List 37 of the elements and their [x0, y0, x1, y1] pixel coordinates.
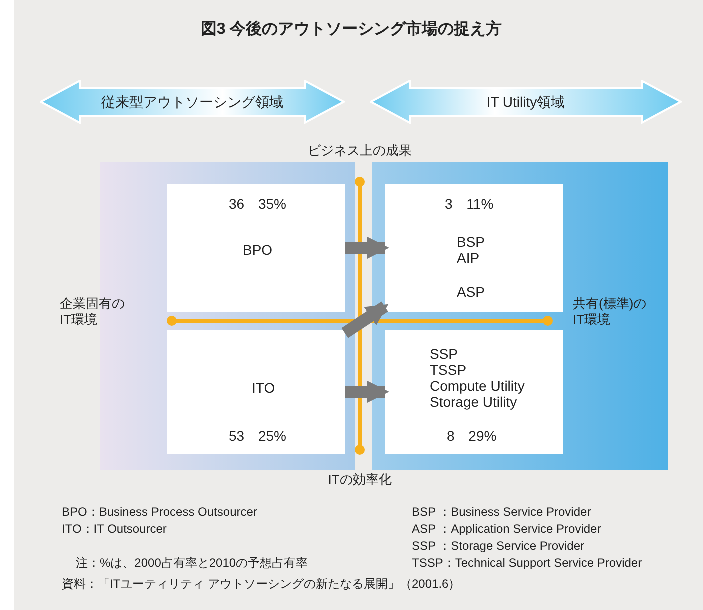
share-value: 3 11% [445, 196, 494, 212]
share-value: 53 25% [229, 428, 286, 444]
axis-label: 共有(標準)のIT環境 [573, 296, 648, 328]
category-label: AIP [457, 250, 480, 266]
double-arrow-band [40, 80, 345, 124]
diagram-title: 図3 今後のアウトソーシング市場の捉え方 [200, 20, 504, 40]
abbreviation-note: BSP ：Business Service Provider [412, 504, 592, 520]
note-text: 注：%は、2000占有率と2010の予想占有率 [76, 555, 308, 571]
double-arrow-band [370, 80, 682, 124]
category-label: Compute Utility [430, 378, 525, 394]
abbreviation-note: BPO：Business Process Outsourcer [62, 504, 258, 520]
quadrant-box [167, 184, 345, 312]
abbreviation-note: SSP ：Storage Service Provider [412, 538, 585, 554]
abbreviation-note: ITO：IT Outsourcer [62, 521, 167, 537]
abbreviation-note: ASP ：Application Service Provider [412, 521, 602, 537]
category-label: Storage Utility [430, 394, 518, 410]
axis-label: 企業固有のIT環境 [60, 296, 126, 328]
quadrant-box [385, 330, 563, 454]
category-label: TSSP [430, 362, 467, 378]
category-label: BPO [243, 242, 273, 258]
share-value: 36 35% [229, 196, 286, 212]
quadrant-box [385, 184, 563, 312]
share-value: 8 29% [447, 428, 497, 444]
category-label: ITO [252, 380, 276, 396]
abbreviation-note: TSSP：Technical Support Service Provider [412, 555, 642, 571]
category-label: SSP [430, 346, 458, 362]
arrow [345, 381, 390, 403]
arrow [342, 302, 389, 338]
category-label: ASP [457, 284, 486, 300]
axis-label: ビジネス上の成果 [307, 143, 413, 159]
arrow [345, 237, 390, 259]
category-label: BSP [457, 234, 486, 250]
band-label: 従来型アウトソーシング領域 [100, 94, 284, 110]
quadrant-box [167, 330, 345, 454]
source-note: 資料：「ITユーティリティ アウトソーシングの新たなる展開」（2001.6） [62, 576, 461, 592]
axis-label: ITの効率化 [327, 472, 393, 488]
band-label: IT Utility領域 [486, 94, 566, 110]
